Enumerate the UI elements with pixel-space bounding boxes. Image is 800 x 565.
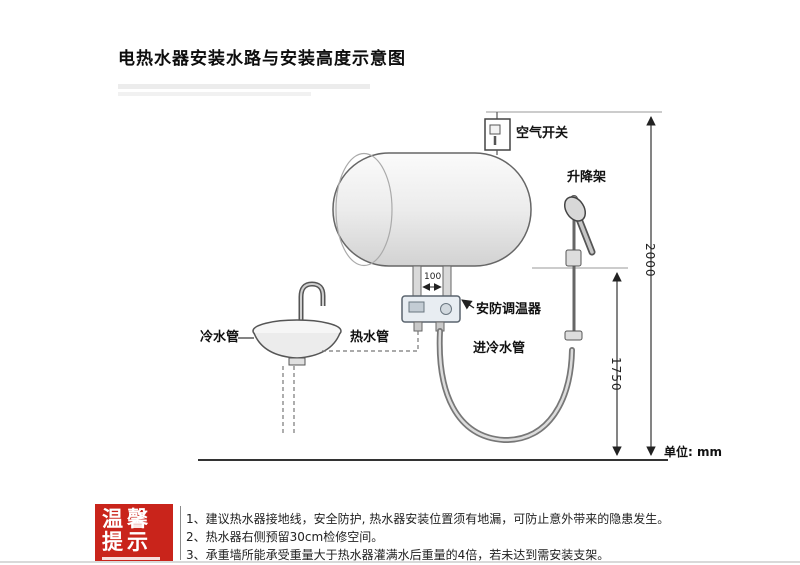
tips-list: 1、建议热水器接地线，安全防护, 热水器安装位置须有地漏，可防止意外带来的隐患发… xyxy=(186,510,786,564)
air-switch-icon xyxy=(484,112,511,155)
thermostat-label: 安防调温器 xyxy=(476,302,542,317)
tip-item-3: 3、承重墙所能承受重量大于热水器灌满水后重量的4倍，若未达到需安装支架。 xyxy=(186,548,610,562)
dimension-2000: 2000 xyxy=(643,243,657,278)
wash-basin xyxy=(252,281,342,366)
unit-label: 单位: mm xyxy=(664,445,722,459)
cold-pipe-label: 冷水管 xyxy=(200,330,240,345)
inlet-hose xyxy=(436,328,575,444)
page-title: 电热水器安装水路与安装高度示意图 xyxy=(118,49,406,69)
hot-pipe-label: 热水管 xyxy=(350,330,390,345)
thermostat-box xyxy=(401,295,461,332)
tips-divider xyxy=(180,506,181,560)
bottom-border-line xyxy=(0,561,800,563)
warm-tips-badge-line2: 提示 xyxy=(102,530,152,554)
dimension-1750: 1750 xyxy=(609,357,623,392)
subtitle-faint-line-2 xyxy=(118,92,311,96)
warm-tips-badge: 温馨 提示 xyxy=(95,504,173,562)
warm-tips-badge-caption xyxy=(102,557,160,560)
hand-shower-icon xyxy=(563,196,596,256)
tip-item-1: 1、建议热水器接地线，安全防护, 热水器安装位置须有地漏，可防止意外带来的隐患发… xyxy=(186,512,670,526)
subtitle-faint-line-1 xyxy=(118,84,370,89)
hidden-piping-dashed xyxy=(238,331,419,433)
thermostat-pointer-arrow xyxy=(461,299,475,310)
dimension-lines xyxy=(486,111,662,456)
dimension-100: 100 xyxy=(423,272,443,282)
tip-item-2: 2、热水器右侧预留30cm检修空间。 xyxy=(186,530,384,544)
warm-tips-badge-line1: 温馨 xyxy=(102,507,152,531)
inlet-pipe-label: 进冷水管 xyxy=(473,341,526,356)
lift-rail-label: 升降架 xyxy=(567,170,607,185)
air-switch-label: 空气开关 xyxy=(516,126,569,141)
water-heater-tank xyxy=(332,152,532,267)
